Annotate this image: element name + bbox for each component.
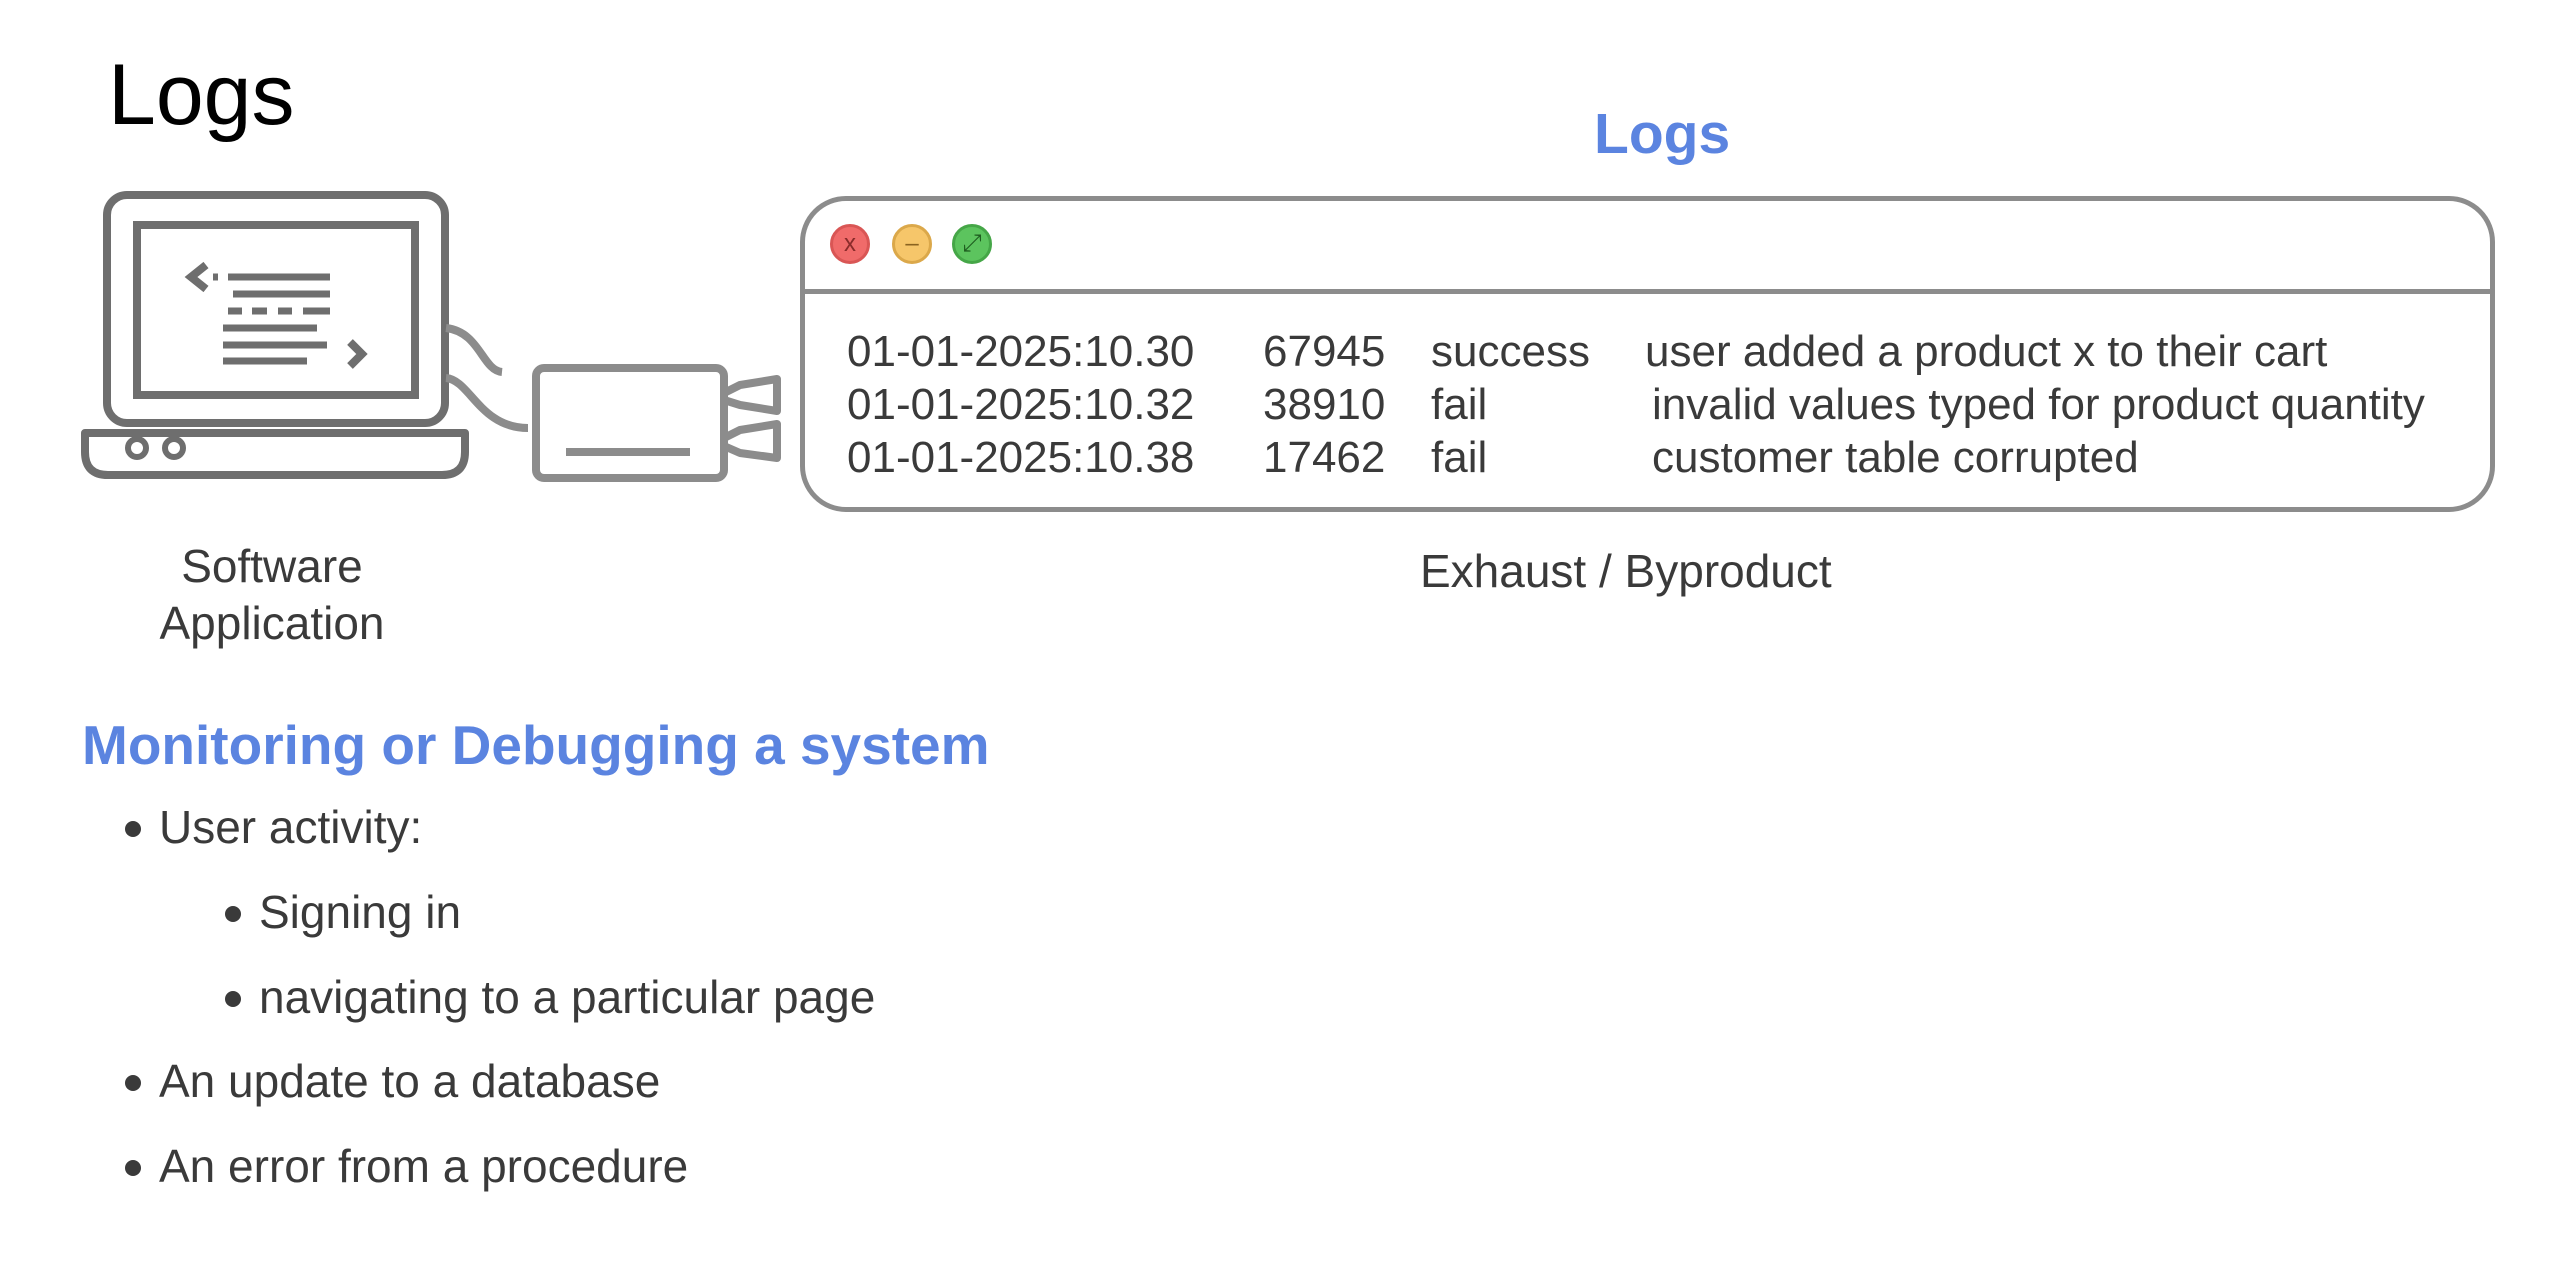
title-bar-divider [805,289,2490,294]
log-entry: 01-01-2025:10.32 38910 fail invalid valu… [805,378,2490,432]
bullet-dot-icon [125,1075,141,1091]
caption-line: Software [181,540,363,592]
log-message: customer table corrupted [1652,433,2139,482]
bullet-text: An error from a procedure [159,1140,689,1192]
bullet-item: An update to a database [122,1054,660,1109]
bullet-dot-icon [125,1160,141,1176]
log-message: user added a product x to their cart [1645,327,2328,376]
log-window: x – ⤢ 01-01-2025:10.30 67945 success use… [800,196,2495,512]
log-entry: 01-01-2025:10.38 17462 fail customer tab… [805,431,2490,485]
log-id: 38910 [1263,380,1386,429]
laptop-code-icon [81,191,469,479]
software-application-caption: Software Application [112,538,432,652]
bullet-dot-icon [225,991,241,1007]
bullet-item: An error from a procedure [122,1139,688,1194]
close-icon[interactable]: x [830,224,870,264]
bullet-text: An update to a database [159,1055,661,1107]
log-window-title: Logs [1594,102,1731,166]
log-message: invalid values typed for product quantit… [1652,380,2425,429]
log-timestamp: 01-01-2025:10.32 [847,380,1195,429]
bullet-text: User activity: [159,801,423,853]
log-shipper-device-icon [445,324,781,482]
slide-title: Logs [108,47,295,143]
bullet-dot-icon [225,906,241,922]
log-id: 17462 [1263,433,1386,482]
section-heading: Monitoring or Debugging a system [82,714,990,776]
bullet-text: navigating to a particular page [259,971,876,1023]
bullet-text: Signing in [259,886,462,938]
log-status: fail [1431,433,1488,482]
log-timestamp: 01-01-2025:10.38 [847,433,1195,482]
bullet-dot-icon [125,821,141,837]
log-entry: 01-01-2025:10.30 67945 success user adde… [805,325,2490,379]
sub-bullet-item: Signing in [222,885,461,940]
caption-line: Application [159,597,385,649]
exhaust-byproduct-caption: Exhaust / Byproduct [1420,545,1832,597]
minimize-icon[interactable]: – [892,224,932,264]
log-status: success [1431,327,1590,376]
sub-bullet-item: navigating to a particular page [222,970,875,1025]
zoom-icon[interactable]: ⤢ [952,224,992,264]
log-status: fail [1431,380,1488,429]
bullet-item: User activity: [122,800,422,855]
log-id: 67945 [1263,327,1386,376]
log-timestamp: 01-01-2025:10.30 [847,327,1195,376]
